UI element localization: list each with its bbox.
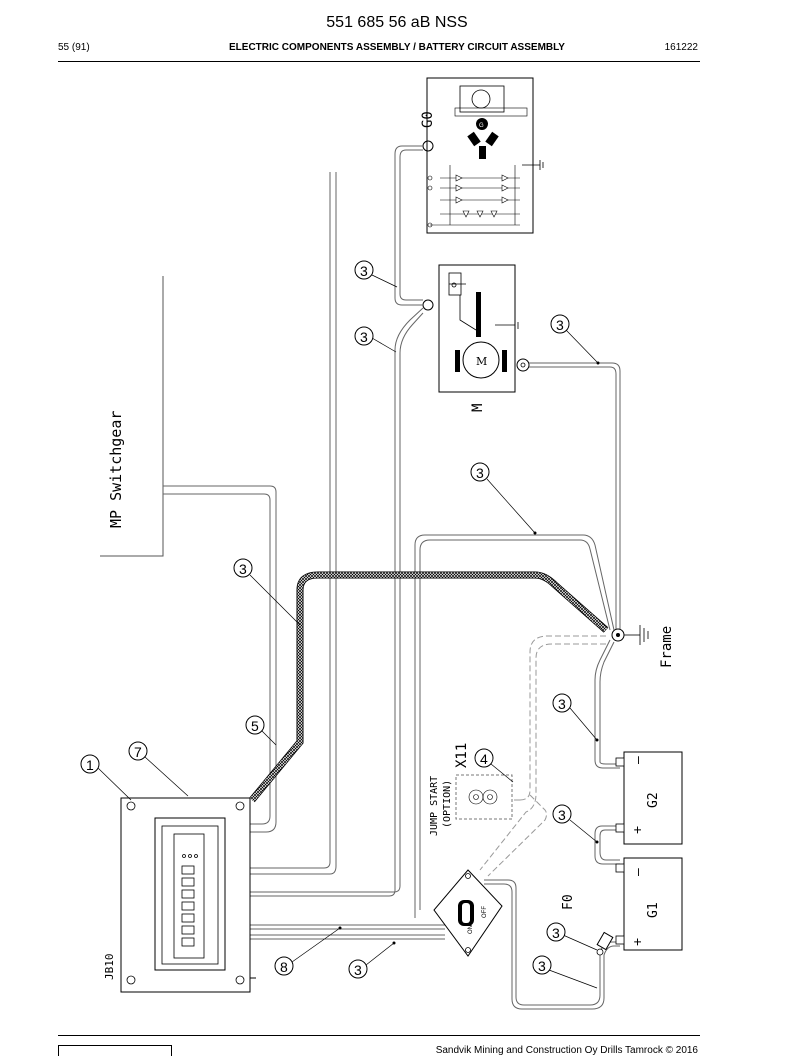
junction-box-jb10: JB10 [103,797,256,993]
generator-symbol: G [479,123,484,129]
g0-label: G0 [420,111,436,128]
footer-rule [58,1035,700,1036]
mp-switchgear-label: MP Switchgear [107,411,125,528]
svg-text:3: 3 [360,263,368,279]
svg-text:3: 3 [354,962,362,978]
callout-3: 3 [354,326,374,346]
callout-8: 8 [274,956,294,976]
svg-text:3: 3 [476,465,484,481]
g1-minus: – [629,868,645,876]
generator-g0: G G0 [420,77,544,234]
mp-switchgear-box: MP Switchgear [100,276,164,557]
ground-icon [624,625,649,645]
svg-text:3: 3 [556,317,564,333]
f0-label: F0 [561,894,576,910]
switch-off-label: OFF [482,906,488,918]
callout-7: 7 [128,741,148,761]
jump-start-socket-x11: JUMP START (OPTION) X11 [429,743,513,836]
svg-text:3: 3 [239,561,247,577]
callout-3: 3 [546,922,566,942]
callout-1: 1 [80,754,100,774]
header-rule [58,61,700,62]
starter-motor-m: M M [422,264,530,412]
header-date: 161222 [664,42,698,53]
switch-on-label: ON [468,925,474,934]
svg-text:3: 3 [360,329,368,345]
svg-text:5: 5 [251,718,259,734]
document-number: 551 685 56 aB NSS [326,14,468,31]
g2-plus: + [629,826,645,834]
hatched-cable [249,571,609,803]
svg-text:3: 3 [558,807,566,823]
diode-icon [455,174,509,218]
page-number: 55 (91) [58,42,90,53]
footer-copyright: Sandvik Mining and Construction Oy Drill… [435,1045,698,1056]
option-label: (OPTION) [442,780,453,828]
battery-g1: – + G1 [615,857,683,951]
svg-text:3: 3 [552,925,560,941]
m-label: M [470,404,486,412]
svg-text:1: 1 [86,757,94,773]
fuse-f0: F0 [561,894,614,956]
callout-3: 3 [550,314,570,334]
svg-text:7: 7 [134,744,142,760]
jump-start-cable [479,635,606,877]
switchgear-cables [163,172,337,875]
svg-text:3: 3 [538,958,546,974]
g1-label: G1 [646,902,661,918]
x11-label: X11 [454,743,470,768]
frame-label: Frame [659,626,675,668]
g1-plus: + [629,938,645,946]
sandvik-logo [58,1045,172,1056]
callout-3: 3 [552,804,572,824]
ground-icon [495,320,519,331]
callout-5: 5 [245,715,265,735]
callout-3: 3 [552,693,572,713]
jump-start-label: JUMP START [429,776,440,836]
callout-3: 3 [354,260,374,280]
svg-text:8: 8 [280,959,288,975]
g2-minus: – [629,756,645,764]
section-title: ELECTRIC COMPONENTS ASSEMBLY / BATTERY C… [229,42,565,53]
callout-3: 3 [348,959,368,979]
svg-text:4: 4 [480,751,488,767]
callout-3: 3 [470,462,490,482]
callout-3: 3 [532,955,552,975]
motor-symbol: M [476,355,487,368]
frame-ground: Frame [611,625,675,668]
g2-label: G2 [646,792,661,808]
callout-3: 3 [233,558,253,578]
ground-icon [522,160,544,170]
battery-g2: – + G2 [615,751,683,845]
svg-text:3: 3 [558,696,566,712]
main-switch: OFF ON [433,869,503,957]
callout-4: 4 [474,748,494,768]
jb10-label: JB10 [103,954,116,981]
